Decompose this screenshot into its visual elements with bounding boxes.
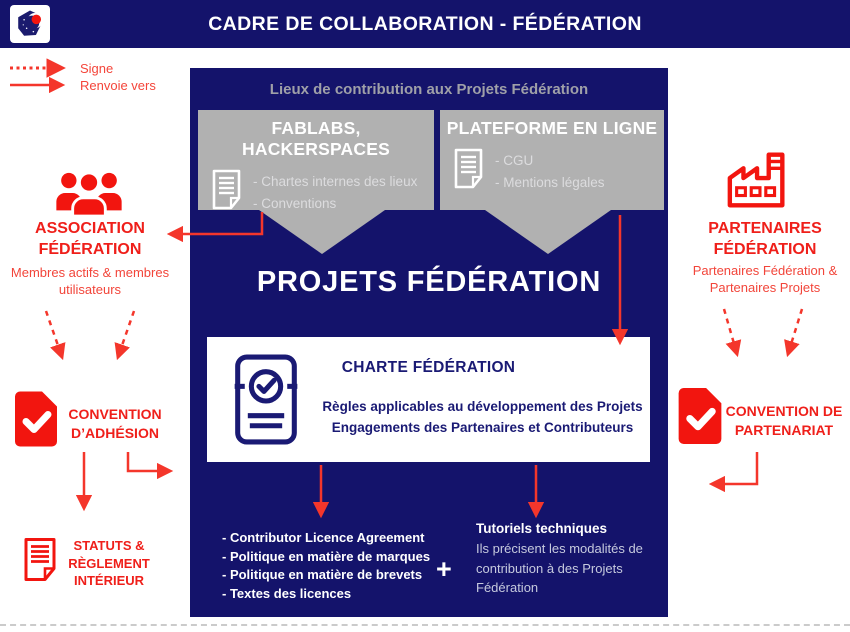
tutorials-block: Tutoriels techniques Ils précisent les m… <box>476 521 654 598</box>
legend-refers-label: Renvoie vers <box>80 78 156 93</box>
document-check-icon <box>15 391 57 447</box>
chevron-fablabs <box>259 210 385 254</box>
header-bar: CADRE DE COLLABORATION - FÉDÉRATION <box>0 0 850 48</box>
statuts-title: STATUTS & RÈGLEMENT INTÉRIEUR <box>68 538 150 588</box>
dashed-partenaires-right <box>784 308 804 358</box>
platform-box: PLATEFORME EN LIGNE - CGU - Mentions lég… <box>440 110 664 210</box>
page-title: CADRE DE COLLABORATION - FÉDÉRATION <box>208 13 642 35</box>
fablabs-item: - Conventions <box>253 196 337 211</box>
document-lines-icon <box>454 148 483 189</box>
arrow-adhesion-to-panel <box>126 452 174 480</box>
statuts-document-icon <box>24 538 56 581</box>
tutorials-title: Tutoriels techniques <box>476 521 608 536</box>
charte-title: CHARTE FÉDÉRATION <box>341 359 516 376</box>
projects-title: PROJETS FÉDÉRATION <box>256 266 602 298</box>
plus-sign: + <box>436 554 452 584</box>
federation-logo <box>10 5 50 43</box>
arrow-partenariat-to-panel <box>708 452 759 493</box>
fablabs-box: FABLABS, HACKERSPACES - Chartes internes… <box>198 110 434 211</box>
partenaires-title: PARTENAIRES FÉDÉRATION <box>708 220 822 258</box>
chevron-platform <box>485 210 611 254</box>
people-group-icon <box>56 171 122 218</box>
convention-adhesion-title: CONVENTION D’ADHÉSION <box>68 406 162 441</box>
platform-item: - CGU <box>495 153 534 168</box>
platform-item: - Mentions légales <box>495 175 605 190</box>
convention-partenariat-title: CONVENTION DE PARTENARIAT <box>725 403 843 438</box>
bottom-dashed-border <box>0 624 850 626</box>
charte-line2: Engagements des Partenaires et Contribut… <box>331 420 634 435</box>
policy-item: - Politique en matière de marques <box>222 548 431 564</box>
dashed-partenaires-left <box>722 308 742 358</box>
dashed-association-left <box>44 310 66 361</box>
logo-icon <box>18 10 43 36</box>
policy-item: - Contributor Licence Agreement <box>222 530 425 545</box>
charte-body: Règles applicables au développement des … <box>319 396 646 438</box>
policy-item: - Textes des licences <box>222 585 352 601</box>
dashed-association-right <box>114 310 136 361</box>
factory-icon <box>727 152 785 208</box>
fablabs-doc-list: - Chartes internes des lieux - Conventio… <box>253 169 417 215</box>
document-check-icon <box>678 388 722 444</box>
contribution-panel: Lieux de contribution aux Projets Fédéra… <box>190 68 668 617</box>
charte-box: CHARTE FÉDÉRATION Règles applicables au … <box>207 337 650 462</box>
association-subtitle: Membres actifs & membres utilisateurs <box>10 265 170 297</box>
fablabs-title: FABLABS, HACKERSPACES <box>242 118 390 159</box>
policy-item: - Politique en matière de brevets <box>222 567 423 582</box>
legend-sign-label: Signe <box>80 61 114 76</box>
panel-title: Lieux de contribution aux Projets Fédéra… <box>269 81 589 98</box>
policy-documents-list: - Contributor Licence Agreement - Politi… <box>222 529 430 603</box>
partenaires-subtitle: Partenaires Fédération & Partenaires Pro… <box>692 263 838 295</box>
certificate-check-icon <box>234 354 298 445</box>
fablabs-item: - Chartes internes des lieux <box>253 174 418 189</box>
document-lines-icon <box>212 169 241 210</box>
tutorials-description: Ils précisent les modalités de contribut… <box>476 541 643 595</box>
charte-line1: Règles applicables au développement des … <box>322 399 643 414</box>
association-title: ASSOCIATION FÉDÉRATION <box>35 220 145 258</box>
platform-title: PLATEFORME EN LIGNE <box>446 118 658 138</box>
platform-doc-list: - CGU - Mentions légales <box>495 148 605 194</box>
